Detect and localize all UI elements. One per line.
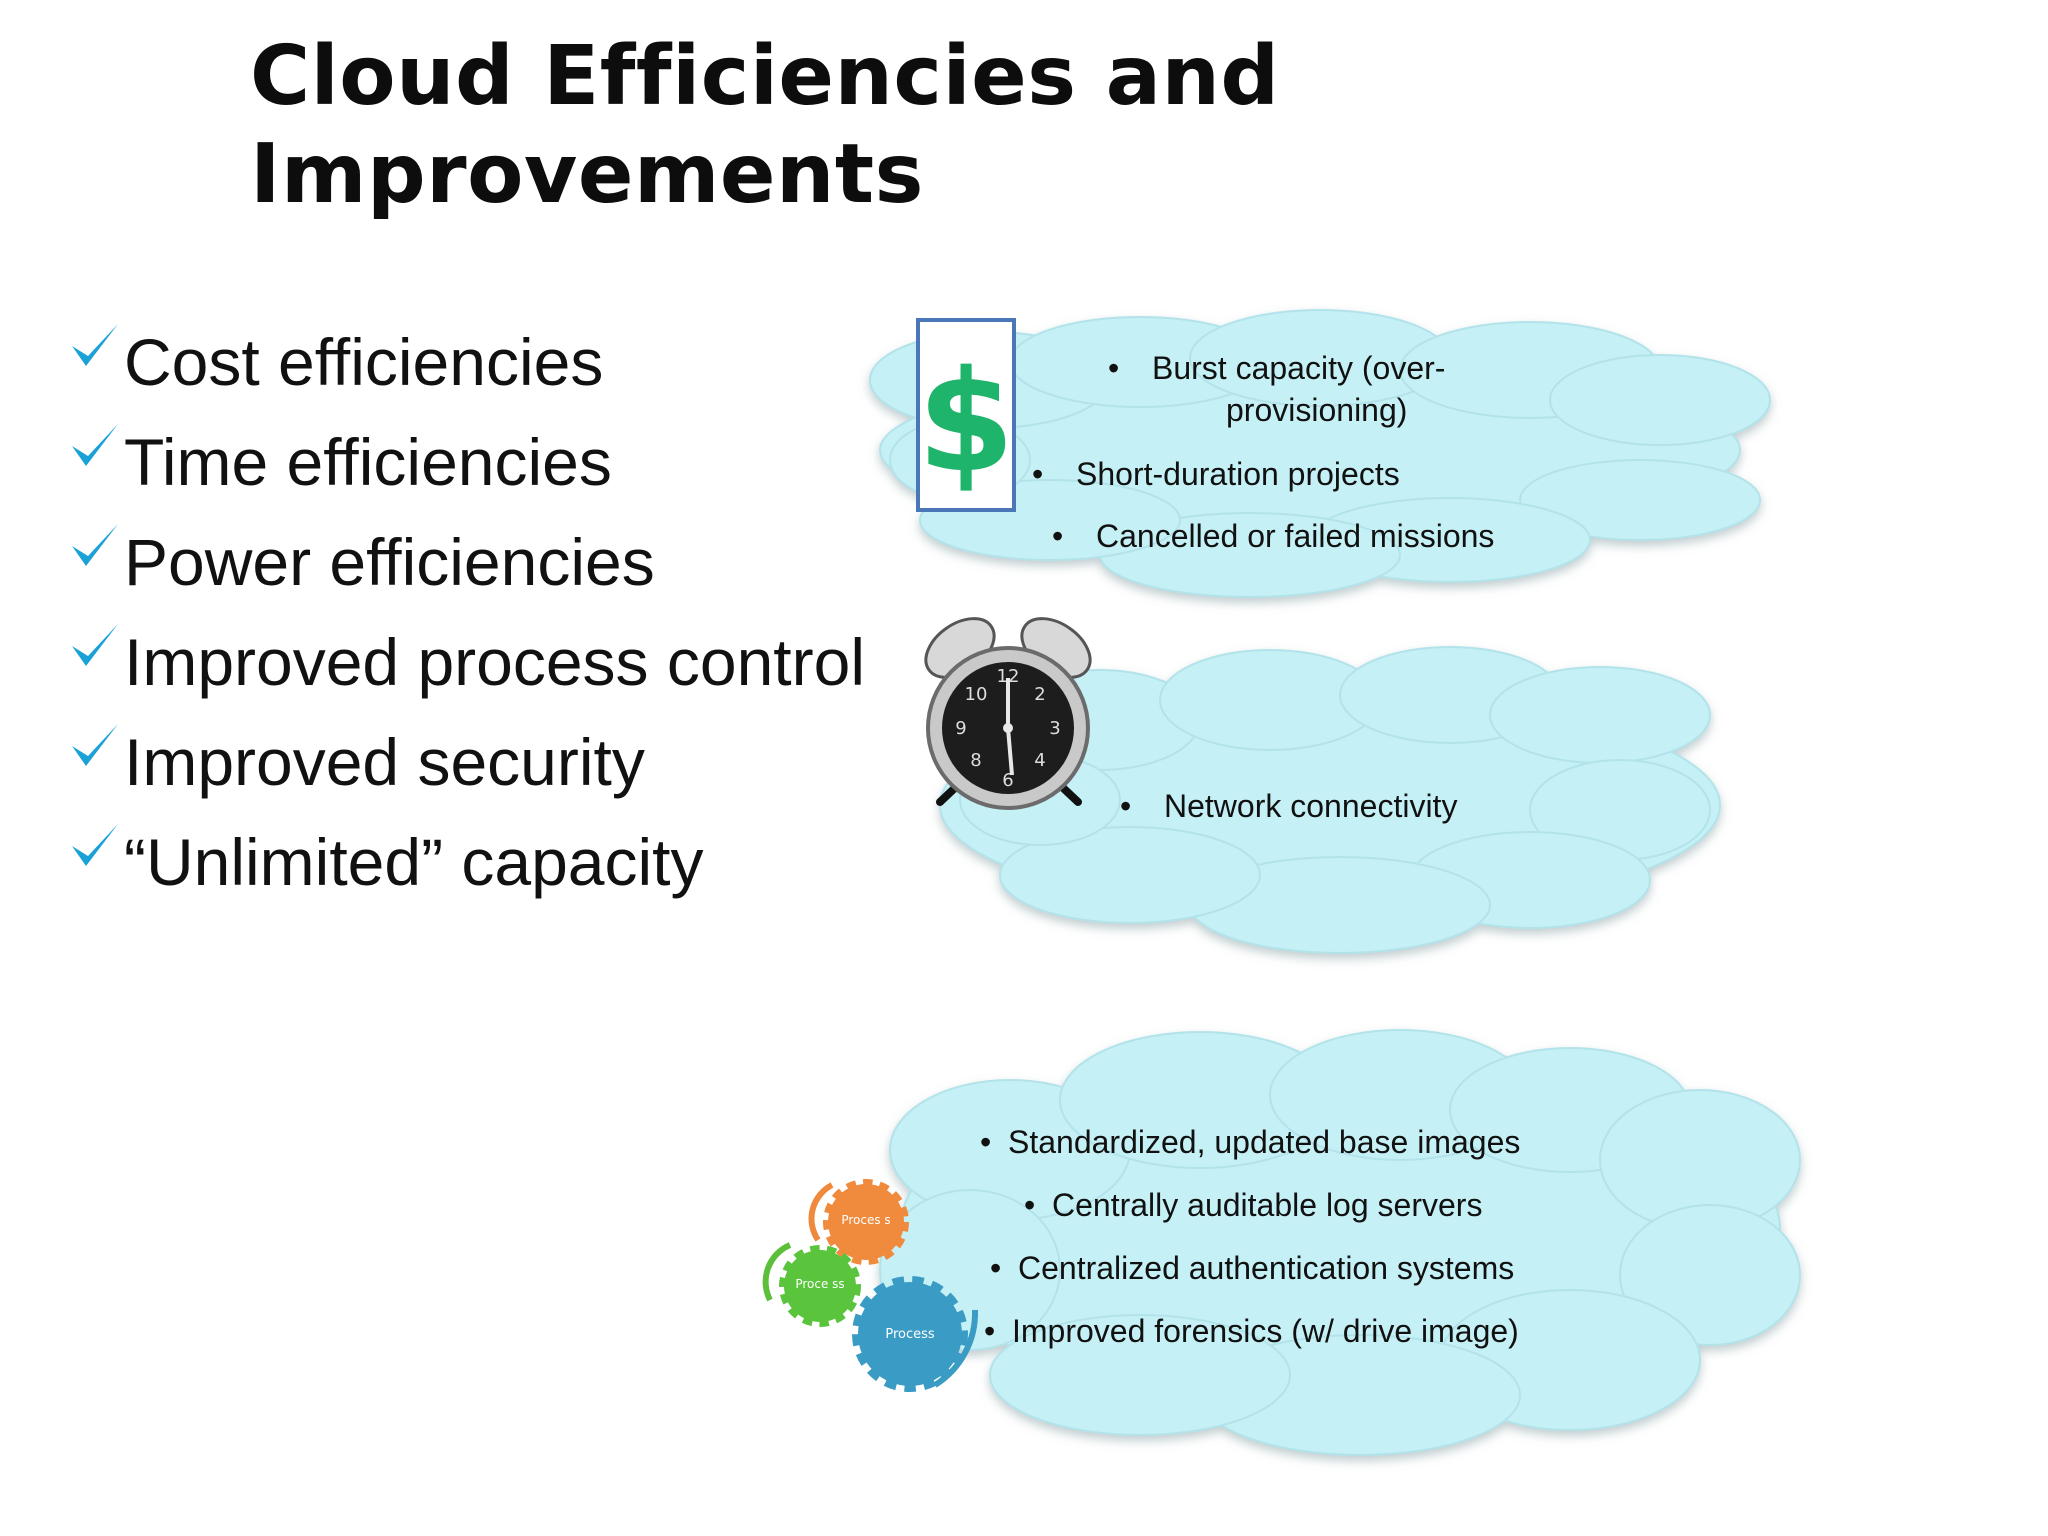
alarm-clock-icon: 12 3 6 9 2 4 8 10: [924, 617, 1092, 810]
checklist-item-label: Time efficiencies: [124, 425, 612, 499]
dollar-symbol: $: [917, 341, 1014, 504]
bullet-dot: •: [990, 1250, 1002, 1286]
checklist-item-label: Cost efficiencies: [124, 325, 604, 399]
checklist-item-label: Power efficiencies: [124, 525, 655, 599]
checklist-item: Improved process control: [64, 612, 865, 712]
cloud-bullet: •Centrally auditable log servers: [1024, 1187, 1483, 1223]
checkmark-icon: [72, 524, 118, 566]
checklist-item: Improved security: [64, 712, 865, 812]
process-gears-icon: Proces s Proce ss Process: [762, 1179, 979, 1392]
bullet-dot: •: [1120, 788, 1132, 824]
svg-text:4: 4: [1034, 750, 1045, 771]
cloud-bullet: •Improved forensics (w/ drive image): [984, 1313, 1519, 1349]
cloud-bullet: •Standardized, updated base images: [980, 1124, 1521, 1160]
checklist-item-label: Improved process control: [124, 625, 865, 699]
checkmark-icon: [72, 624, 118, 666]
checkmark-icon: [72, 724, 118, 766]
benefits-checklist: Cost efficiencies Time efficiencies Powe…: [64, 312, 865, 912]
gear-label-blue: Process: [885, 1327, 935, 1342]
checkmark-icon: [72, 324, 118, 366]
bullet-dot: •: [1108, 350, 1120, 386]
slide-title-line-2: Improvements: [250, 127, 924, 222]
bullet-dot: •: [1024, 1187, 1036, 1223]
checkmark-icon: [72, 824, 118, 866]
svg-text:9: 9: [955, 718, 966, 739]
cloud-bullet: •Burst capacity (over-: [1108, 350, 1446, 386]
svg-text:3: 3: [1049, 718, 1060, 739]
checklist-item: Power efficiencies: [64, 512, 865, 612]
bullet-dot: •: [980, 1124, 992, 1160]
checklist-item: Time efficiencies: [64, 412, 865, 512]
svg-text:10: 10: [965, 684, 988, 705]
cloud-bullet: •Short-duration projects: [1032, 456, 1400, 492]
svg-text:12: 12: [997, 666, 1020, 687]
gear-label-green: Proce ss: [795, 1277, 844, 1291]
cloud-bullet-continuation: provisioning): [1226, 392, 1408, 428]
process-cloud: [879, 1029, 1801, 1456]
bullet-dot: •: [1052, 518, 1064, 554]
checklist-item-label: Improved security: [124, 725, 645, 799]
checklist-item: Cost efficiencies: [64, 312, 865, 412]
time-cloud: [939, 646, 1721, 954]
slide-title: Cloud Efficiencies and Improvements: [250, 28, 1280, 224]
svg-text:2: 2: [1034, 684, 1045, 705]
cloud-bullet: •Network connectivity: [1120, 788, 1458, 824]
svg-text:6: 6: [1002, 770, 1013, 791]
slide-title-line-1: Cloud Efficiencies and: [250, 29, 1280, 124]
bullet-dot: •: [984, 1313, 996, 1349]
svg-text:8: 8: [970, 750, 981, 771]
cloud-bullet: •Centralized authentication systems: [990, 1250, 1515, 1286]
checkmark-icon: [72, 424, 118, 466]
cloud-bullet: •Cancelled or failed missions: [1052, 518, 1495, 554]
checklist-item: “Unlimited” capacity: [64, 812, 865, 912]
dollar-sign-icon: $: [916, 318, 1016, 512]
bullet-dot: •: [1032, 456, 1044, 492]
checklist-item-label: “Unlimited” capacity: [124, 825, 704, 899]
gear-label-orange: Proces s: [841, 1213, 890, 1227]
